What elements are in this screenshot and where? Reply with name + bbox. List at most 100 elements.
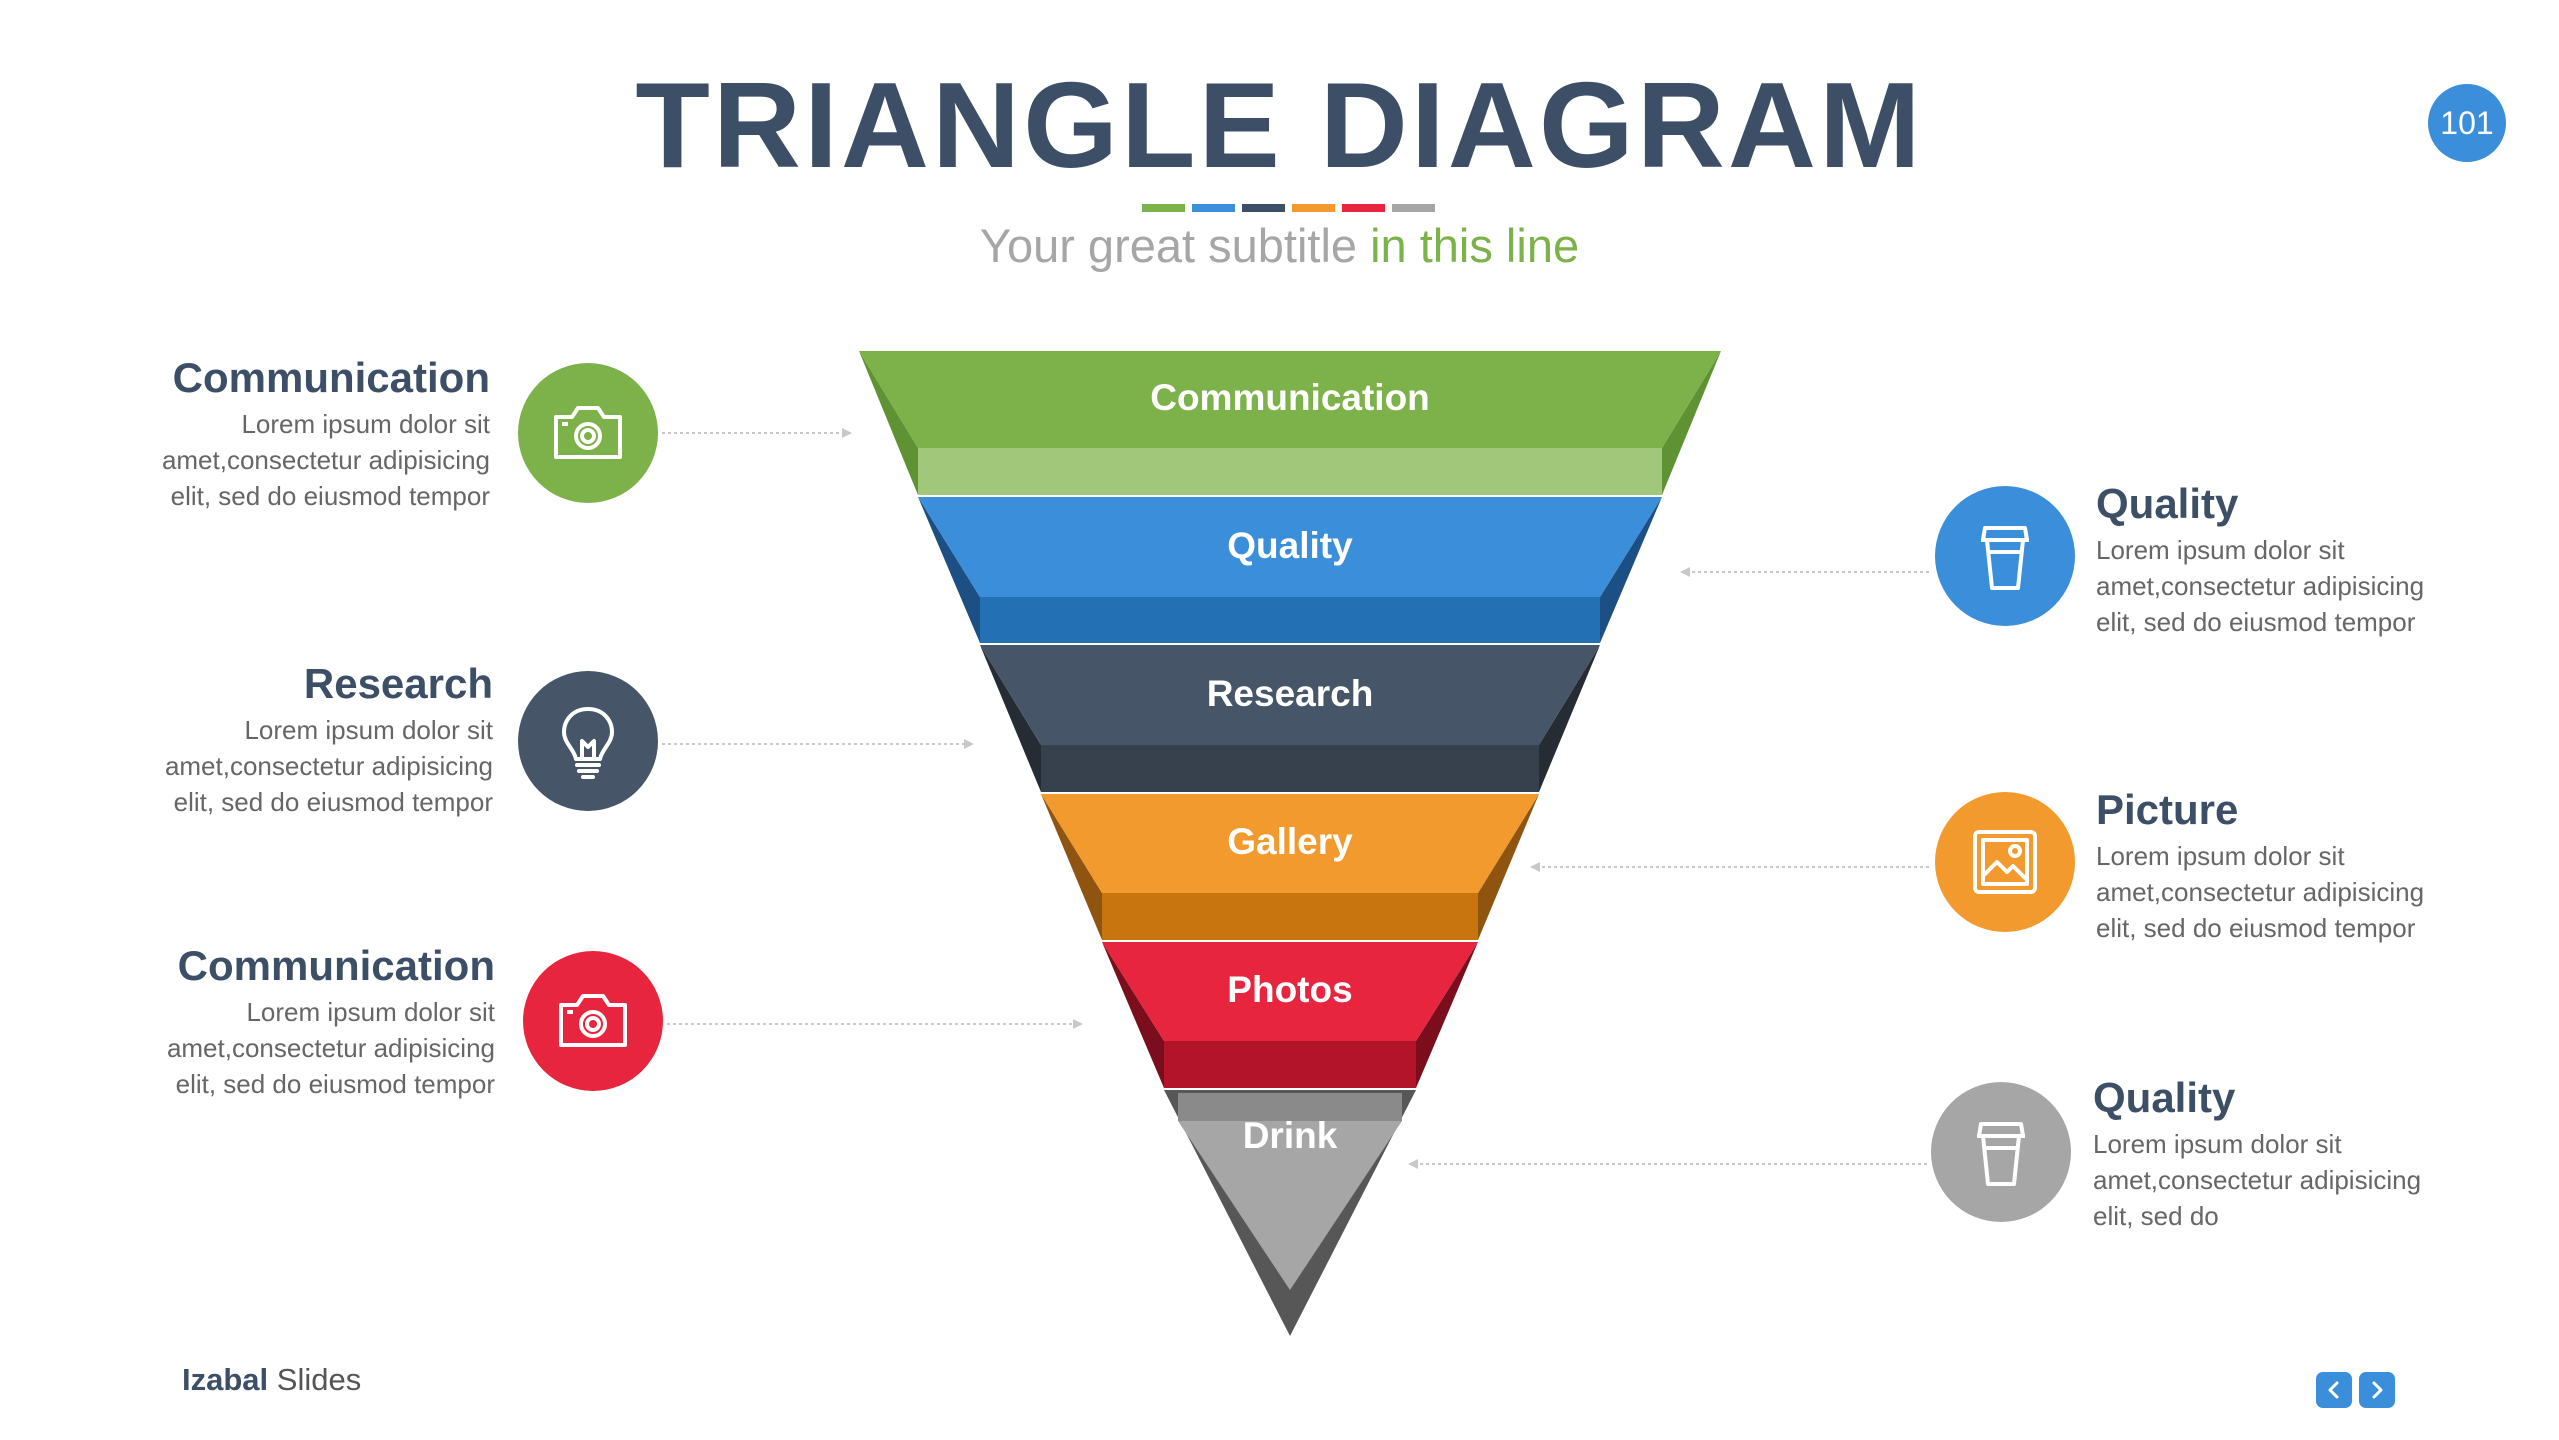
funnel-level-gallery xyxy=(1041,794,1539,940)
connector-lines xyxy=(662,432,1929,1165)
level-side-right xyxy=(1416,942,1478,1088)
funnel-label-communication: Communication xyxy=(1150,377,1430,418)
funnel-level-communication xyxy=(859,351,1721,495)
funnel-level-drink xyxy=(1164,1090,1416,1336)
level-top xyxy=(1102,942,1478,1041)
desc-line: amet,consectetur adipisicing xyxy=(2093,1165,2422,1196)
arrow-head xyxy=(1073,1019,1083,1029)
level-front xyxy=(1164,1041,1416,1088)
brand-name: Izabal xyxy=(182,1362,269,1397)
funnel-level-photos xyxy=(1102,942,1478,1088)
desc-line: Lorem ipsum dolor sit xyxy=(241,409,490,440)
color-bar-red xyxy=(1342,204,1385,212)
prev-slide-button[interactable] xyxy=(2316,1372,2352,1408)
slide-subtitle: Your great subtitle in this line xyxy=(0,218,2559,273)
desc-line: amet,consectetur adipisicing xyxy=(166,1033,495,1064)
level-side-left xyxy=(859,351,918,495)
item-title: Picture xyxy=(2096,786,2239,833)
level-top xyxy=(980,645,1600,745)
level-side-left xyxy=(1102,942,1164,1088)
right-item-picture: Picture Lorem ipsum dolor sit amet,conse… xyxy=(2096,786,2559,946)
lightbulb-icon xyxy=(562,707,614,779)
desc-line: amet,consectetur adipisicing xyxy=(2096,877,2425,908)
desc-line: amet,consectetur adipisicing xyxy=(161,445,490,476)
arrow-head xyxy=(1408,1159,1418,1169)
desc-line: Lorem ipsum dolor sit xyxy=(2096,535,2345,566)
brand-suffix: Slides xyxy=(268,1362,362,1397)
cup-icon-circle xyxy=(1935,486,2075,626)
arrow-head xyxy=(1530,862,1540,872)
desc-line: Lorem ipsum dolor sit xyxy=(2096,841,2345,872)
left-item-communication-2: Communication Lorem ipsum dolor sit amet… xyxy=(0,942,495,1102)
camera-icon-circle xyxy=(518,363,658,503)
item-description: Lorem ipsum dolor sit amet,consectetur a… xyxy=(0,712,493,820)
desc-line: Lorem ipsum dolor sit xyxy=(2093,1129,2342,1160)
level-top xyxy=(1041,794,1539,893)
level-side-right xyxy=(1600,497,1662,643)
item-description: Lorem ipsum dolor sit amet,consectetur a… xyxy=(2096,838,2559,946)
item-title: Quality xyxy=(2096,480,2239,527)
chevron-left-icon xyxy=(2328,1381,2339,1399)
color-bar-divider xyxy=(1142,204,1435,212)
funnel-level-research xyxy=(980,645,1600,792)
arrow-head xyxy=(842,428,852,438)
level-side-right xyxy=(1478,794,1539,940)
desc-line: amet,consectetur adipisicing xyxy=(164,751,493,782)
level-front xyxy=(980,597,1600,643)
level-side-right xyxy=(1539,645,1600,792)
desc-line: elit, sed do eiusmod tempor xyxy=(175,1069,495,1100)
level-front xyxy=(918,448,1662,495)
color-bar-navy xyxy=(1242,204,1285,212)
subtitle-accent: in this line xyxy=(1370,219,1580,272)
level-top xyxy=(859,351,1721,448)
funnel-level-quality xyxy=(918,497,1662,643)
item-title: Communication xyxy=(177,942,495,989)
item-description: Lorem ipsum dolor sit amet,consectetur a… xyxy=(0,406,490,514)
item-title: Research xyxy=(303,660,493,707)
funnel-label-drink: Drink xyxy=(1243,1115,1338,1156)
level-top xyxy=(1178,1121,1402,1290)
color-bar-orange xyxy=(1292,204,1335,212)
cup-icon xyxy=(1977,1122,2025,1186)
level-lip xyxy=(1178,1093,1402,1121)
level-top xyxy=(918,497,1662,597)
desc-line: elit, sed do eiusmod tempor xyxy=(173,787,493,818)
desc-line: elit, sed do eiusmod tempor xyxy=(170,481,490,512)
color-bar-gray xyxy=(1392,204,1435,212)
color-bar-blue xyxy=(1192,204,1235,212)
cup-icon-circle xyxy=(1931,1082,2071,1222)
funnel-label-quality: Quality xyxy=(1227,525,1353,566)
camera-icon xyxy=(559,994,627,1047)
picture-icon-circle xyxy=(1935,792,2075,932)
item-description: Lorem ipsum dolor sit amet,consectetur a… xyxy=(2093,1126,2559,1234)
item-description: Lorem ipsum dolor sit amet,consectetur a… xyxy=(2096,532,2559,640)
funnel-label-photos: Photos xyxy=(1227,969,1352,1010)
desc-line: elit, sed do xyxy=(2093,1201,2219,1232)
subtitle-main: Your great subtitle xyxy=(979,219,1371,272)
right-item-quality-2: Quality Lorem ipsum dolor sit amet,conse… xyxy=(2093,1074,2559,1234)
page-number-badge: 101 xyxy=(2428,84,2506,162)
lightbulb-icon-circle xyxy=(518,671,658,811)
left-item-research: Research Lorem ipsum dolor sit amet,cons… xyxy=(0,660,493,820)
slide-title: TRIANGLE DIAGRAM xyxy=(635,57,1924,193)
item-title: Communication xyxy=(172,354,490,401)
desc-line: Lorem ipsum dolor sit xyxy=(244,715,493,746)
camera-icon xyxy=(554,406,622,459)
level-side-left xyxy=(980,645,1041,792)
arrow-head xyxy=(964,739,974,749)
cup-icon xyxy=(1981,526,2029,590)
level-side-left xyxy=(918,497,980,643)
funnel-label-gallery: Gallery xyxy=(1227,821,1353,862)
color-bar-green xyxy=(1142,204,1185,212)
chevron-right-icon xyxy=(2372,1381,2383,1399)
next-slide-button[interactable] xyxy=(2359,1372,2395,1408)
picture-icon xyxy=(1973,830,2037,894)
level-side-left xyxy=(1041,794,1102,940)
level-front xyxy=(1041,745,1539,792)
right-item-quality: Quality Lorem ipsum dolor sit amet,conse… xyxy=(2096,480,2559,640)
footer-brand: Izabal Slides xyxy=(182,1362,361,1398)
item-description: Lorem ipsum dolor sit amet,consectetur a… xyxy=(0,994,495,1102)
camera-icon-circle xyxy=(523,951,663,1091)
left-item-communication: Communication Lorem ipsum dolor sit amet… xyxy=(0,354,490,514)
